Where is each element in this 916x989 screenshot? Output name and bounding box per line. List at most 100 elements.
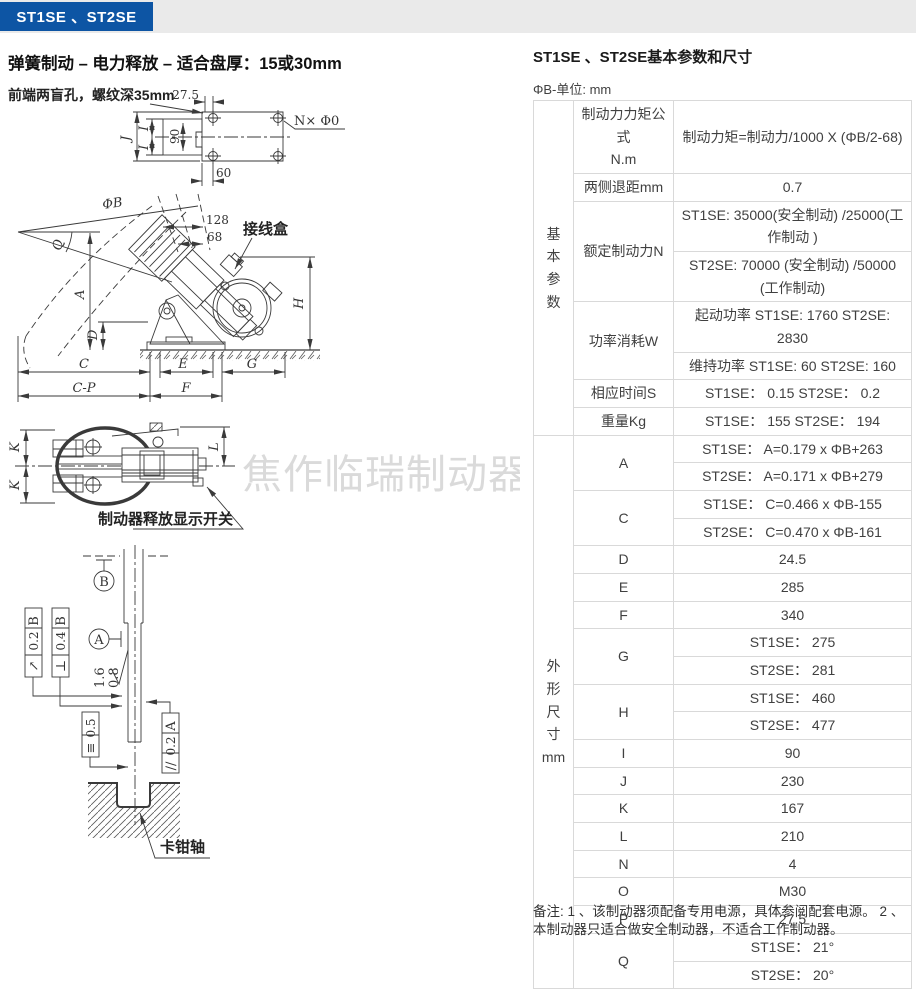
dim-value-F: 340 — [673, 600, 912, 630]
param-label-rated-force: 额定制动力N — [573, 200, 674, 303]
gdt1-datum: B — [27, 616, 42, 626]
param-label-retraction: 两侧退距mm — [573, 173, 674, 202]
dim-value-C-st1se: ST1SE： C=0.466 x ΦB-155 — [673, 490, 912, 519]
dim-label-l: L — [207, 442, 222, 452]
param-value-torque-formula: 制动力矩=制动力/1000 X (ΦB/2-68) — [673, 99, 912, 175]
dim-value-A-st1se: ST1SE： A=0.179 x ΦB+263 — [673, 434, 912, 464]
dim-value-K: 167 — [673, 794, 912, 824]
dim-label-phi-b: ΦB — [101, 195, 123, 213]
dim-label-k1: K — [8, 441, 23, 453]
gdt2-value: 0.4 — [54, 631, 68, 650]
gdt-parallelism-frame: A 0.2 // — [161, 712, 180, 774]
dim-value-H-st1se: ST1SE： 460 — [673, 683, 912, 713]
table-row: ST2SE： C=0.470 x ΦB-161 — [534, 517, 912, 547]
param-value-weight: ST1SE： 155 ST2SE： 194 — [673, 407, 912, 436]
footnote: 备注: 1 、该制动器须配备专用电源，具体参阅配套电源。 2 、本制动器只适合做… — [533, 904, 905, 938]
junction-box-label: 接线盒 — [243, 220, 289, 238]
table-row: H ST1SE： 460 — [534, 683, 912, 741]
table-row: ST2SE: 70000 (安全制动) /50000 (工作制动) — [534, 251, 912, 303]
dim-label-27-5: 27.5 — [172, 88, 199, 102]
spec-table: 基 本 参 数 制动力力矩公式 N.m 制动力矩=制动力/1000 X (ΦB/… — [533, 99, 912, 989]
dim-label-F: F — [573, 600, 674, 630]
watermark-text: 焦作临瑞制动器 — [242, 453, 520, 497]
param-value-rated-force-st2se: ST2SE: 70000 (安全制动) /50000 (工作制动) — [673, 251, 912, 303]
table-row: 基 本 参 数 制动力力矩公式 N.m 制动力矩=制动力/1000 X (ΦB/… — [533, 99, 912, 436]
param-value-power-hold: 维持功率 ST1SE: 60 ST2SE: 160 — [673, 351, 912, 381]
drawing-caliper-shaft: B A B 0.2 ↗ B 0.4 ⊥ 1.6 0.8 0 — [24, 545, 210, 859]
dim-value-G-st2se: ST2SE： 281 — [673, 656, 912, 685]
dim-value-O: M30 — [673, 877, 912, 907]
dim-label-J: J — [573, 766, 674, 796]
dim-value-I: 90 — [673, 739, 912, 768]
dim-label-e: E — [177, 357, 188, 372]
dim-value-H-st2se: ST2SE： 477 — [673, 711, 912, 741]
blind-holes-callout: 前端两盲孔，螺纹深35mm — [8, 87, 174, 103]
table-row: J 230 — [534, 766, 912, 796]
table-row: O M30 — [534, 877, 912, 907]
dim-label-H: H — [573, 683, 674, 741]
model-banner: ST1SE 、ST2SE — [0, 2, 153, 31]
dim-label-K: K — [573, 794, 674, 824]
param-label-torque-formula: 制动力力矩公式 N.m — [573, 99, 674, 175]
datum-a-label: A — [93, 633, 104, 648]
dim-label-i1: I — [137, 125, 152, 132]
table-row: 额定制动力N ST1SE: 35000(安全制动) /25000(工作制动 ) — [534, 200, 912, 303]
param-label-power: 功率消耗W — [573, 301, 674, 381]
table-row: ST2SE： A=0.171 x ΦB+279 — [534, 462, 912, 492]
gdt1-value: 0.2 — [27, 631, 41, 650]
dim-label-i2: I — [137, 144, 152, 151]
caliper-assembly — [128, 214, 258, 341]
gdt-symmetry-frame: 0.5 ≡ — [81, 711, 100, 758]
dim-value-N: 4 — [673, 849, 912, 879]
dim-label-k2: K — [8, 479, 23, 491]
engineering-drawings: 焦作临瑞制动器 前端两盲孔，螺纹深35mm J I I 90 27.5 — [8, 87, 520, 859]
gdt-runout-frame: B 0.2 ↗ — [24, 607, 43, 678]
dim-value-L: 210 — [673, 822, 912, 851]
table-row: C ST1SE： C=0.466 x ΦB-155 — [534, 490, 912, 547]
release-switch-label: 制动器释放显示开关 — [98, 510, 233, 528]
table-title: ST1SE 、ST2SE基本参数和尺寸 — [533, 49, 753, 66]
dim-label-q: Q — [50, 238, 67, 252]
dim-label-g: G — [247, 357, 257, 372]
gdt4-parallel-symbol: // — [164, 761, 179, 770]
dim-label-c: C — [79, 357, 89, 372]
dim-value-P: 27.5 — [673, 905, 912, 934]
caliper-shaft-label: 卡钳轴 — [160, 838, 205, 856]
dim-label-D: D — [573, 545, 674, 575]
dim-label-E: E — [573, 573, 674, 602]
dim-label-Q: Q — [573, 932, 674, 989]
dim-label-c-p: C-P — [72, 381, 95, 396]
dim-label-128: 128 — [206, 213, 229, 227]
table-row: E 285 — [534, 573, 912, 602]
dim-value-C-st2se: ST2SE： C=0.470 x ΦB-161 — [673, 517, 912, 547]
drawing-side-elevation: ΦB Q 128 68 接线盒 — [17, 193, 320, 402]
plate-holes — [205, 110, 286, 164]
table-row: 重量Kg ST1SE： 155 ST2SE： 194 — [534, 407, 912, 436]
unit-note: ΦB-单位: mm — [533, 82, 612, 97]
table-row: ST2SE： 281 — [534, 656, 912, 685]
dim-label-C: C — [573, 490, 674, 547]
table-row: G ST1SE： 275 — [534, 628, 912, 685]
holes-count-label: N× Φ0 — [294, 114, 339, 129]
param-label-response-time: 相应时间S — [573, 379, 674, 409]
drawing-caliper-top-view: K K L 制动器释放显示开关 — [8, 422, 244, 530]
group-basic-params: 基 本 参 数 — [533, 100, 574, 436]
dim-label-d: D — [86, 329, 101, 341]
table-row: 功率消耗W 起动功率 ST1SE: 1760 ST2SE: 2830 — [534, 301, 912, 381]
dim-value-Q-st2se: ST2SE： 20° — [673, 960, 912, 989]
table-row: 两侧退距mm 0.7 — [534, 173, 912, 202]
dim-value-E: 285 — [673, 573, 912, 602]
param-value-power-start: 起动功率 ST1SE: 1760 ST2SE: 2830 — [673, 301, 912, 353]
dim-label-I: I — [573, 739, 674, 768]
dim-value-G-st1se: ST1SE： 275 — [673, 628, 912, 658]
left-section-heading: 弹簧制动 – 电力释放 – 适合盘厚：15或30mm — [8, 55, 342, 73]
table-row: N 4 — [534, 849, 912, 879]
gdt4-value: 0.2 — [164, 736, 178, 755]
table-row: 外 形 尺 寸 mm A ST1SE： A=0.179 x ΦB+263 — [533, 434, 912, 989]
gdt3-symmetry-symbol: ≡ — [84, 743, 99, 754]
dim-label-j: J — [119, 135, 134, 144]
datum-b-label: B — [99, 575, 109, 590]
dim-label-G: G — [573, 628, 674, 685]
table-row: D 24.5 — [534, 545, 912, 575]
dim-label-68: 68 — [207, 230, 222, 244]
